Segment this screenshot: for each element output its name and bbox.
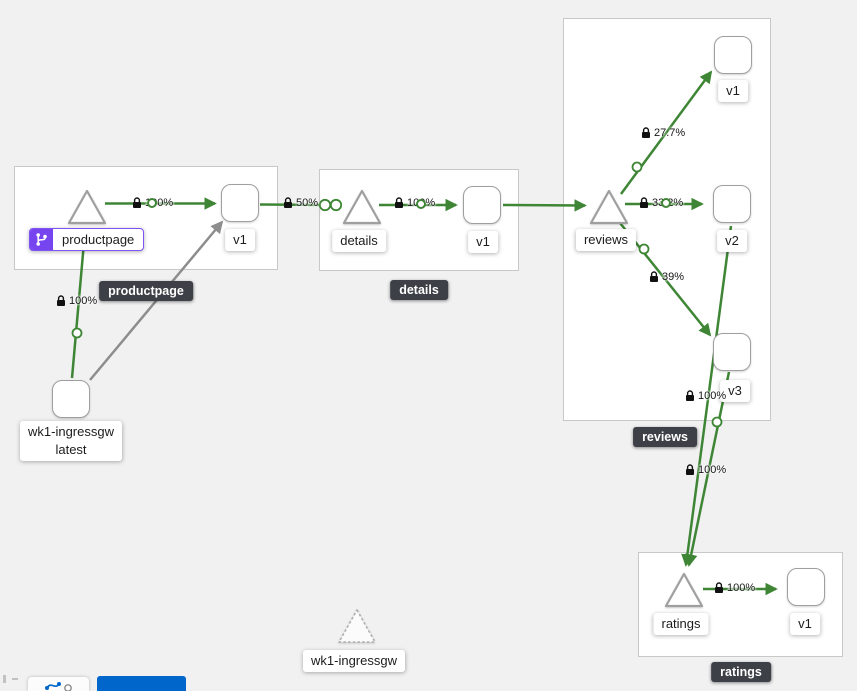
node-label: v1 — [225, 229, 255, 252]
workload-node-reviews-v3[interactable] — [713, 333, 751, 371]
zoom-control-partial[interactable] — [12, 678, 18, 680]
node-label: ratings — [653, 613, 709, 636]
node-label: v3 — [720, 380, 750, 403]
traffic-dot — [631, 161, 643, 173]
edge-label: 100% — [56, 295, 97, 307]
edge-percentage: 100% — [698, 390, 727, 402]
group-badge-productpage[interactable]: productpage — [99, 281, 193, 301]
node-label: v2 — [717, 230, 747, 253]
service-node-ingress-idle[interactable] — [336, 607, 378, 645]
workload-node-details-v1[interactable] — [463, 186, 501, 224]
edge-label: 100% — [685, 390, 726, 402]
traffic-dot — [329, 198, 343, 212]
workload-node-reviews-v2[interactable] — [713, 185, 751, 223]
mtls-lock-icon — [686, 464, 694, 475]
edge-label: 27.7% — [641, 127, 685, 139]
group-badge-reviews[interactable]: reviews — [633, 427, 697, 447]
productpage-service-label[interactable]: productpage — [29, 228, 145, 251]
edge-label: 100% — [685, 464, 726, 476]
edge-percentage: 39% — [662, 271, 685, 283]
zoom-control-partial[interactable] — [3, 675, 6, 683]
edge-label: 39% — [649, 271, 684, 283]
service-node-details[interactable] — [341, 188, 383, 226]
mtls-lock-icon — [642, 127, 650, 138]
workload-node-productpage-v1[interactable] — [221, 184, 259, 222]
edge-reviewsv2-to-ratings[interactable] — [681, 225, 733, 567]
edge-ingress-to-ppv1-idle[interactable] — [89, 220, 224, 381]
mtls-lock-icon — [715, 582, 723, 593]
workload-node-reviews-v1[interactable] — [714, 36, 752, 74]
ingress-workload-version: latest — [55, 442, 87, 458]
mtls-lock-icon — [650, 271, 658, 282]
traffic-dot — [661, 198, 671, 208]
edge-reviewsv3-to-ratings[interactable] — [685, 371, 731, 567]
mtls-lock-icon — [640, 197, 648, 208]
primary-action-button[interactable] — [97, 676, 186, 691]
traffic-dot — [638, 243, 650, 255]
mtls-lock-icon — [395, 197, 403, 208]
edge-label: 100% — [394, 197, 435, 209]
mtls-lock-icon — [686, 390, 694, 401]
edge-label: 50% — [283, 197, 318, 209]
mtls-lock-icon — [57, 295, 65, 306]
service-label-text: productpage — [62, 232, 135, 247]
traffic-dot — [416, 199, 426, 209]
service-node-productpage[interactable] — [66, 188, 108, 226]
node-label-ingress-workload: wk1-ingressgw latest — [20, 421, 122, 462]
traffic-dot — [711, 416, 723, 428]
edge-percentage: 27.7% — [654, 127, 686, 139]
edge-percentage: 100% — [698, 464, 727, 476]
workload-node-ingressgw[interactable] — [52, 380, 90, 418]
node-label: v1 — [718, 80, 748, 103]
edge-percentage: 50% — [296, 197, 319, 209]
graph-layout-button[interactable] — [28, 677, 89, 691]
edge-reviews-to-v1[interactable] — [619, 70, 713, 195]
mtls-lock-icon — [284, 197, 292, 208]
service-node-ratings[interactable] — [663, 571, 705, 609]
service-node-reviews[interactable] — [588, 188, 630, 226]
node-label: wk1-ingressgw — [303, 650, 405, 673]
workload-node-ratings-v1[interactable] — [787, 568, 825, 606]
node-label: details — [332, 230, 386, 253]
node-label: v1 — [468, 231, 498, 254]
group-badge-ratings[interactable]: ratings — [711, 662, 771, 682]
edge-ingress-to-productpage[interactable] — [70, 229, 91, 379]
virtual-service-icon — [30, 229, 53, 250]
traffic-dot — [318, 198, 332, 212]
node-label: reviews — [575, 229, 637, 252]
group-badge-details[interactable]: details — [390, 280, 448, 300]
ingress-workload-name: wk1-ingressgw — [28, 424, 114, 439]
edge-percentage: 100% — [727, 582, 756, 594]
edge-label: 100% — [714, 582, 755, 594]
edge-detailsv1-to-reviews[interactable] — [502, 199, 587, 212]
traffic-dot — [147, 198, 157, 208]
node-label: v1 — [790, 613, 820, 636]
mtls-lock-icon — [133, 197, 141, 208]
traffic-dot — [71, 327, 83, 339]
edge-percentage: 100% — [69, 295, 98, 307]
route-squiggle-icon — [44, 682, 72, 691]
